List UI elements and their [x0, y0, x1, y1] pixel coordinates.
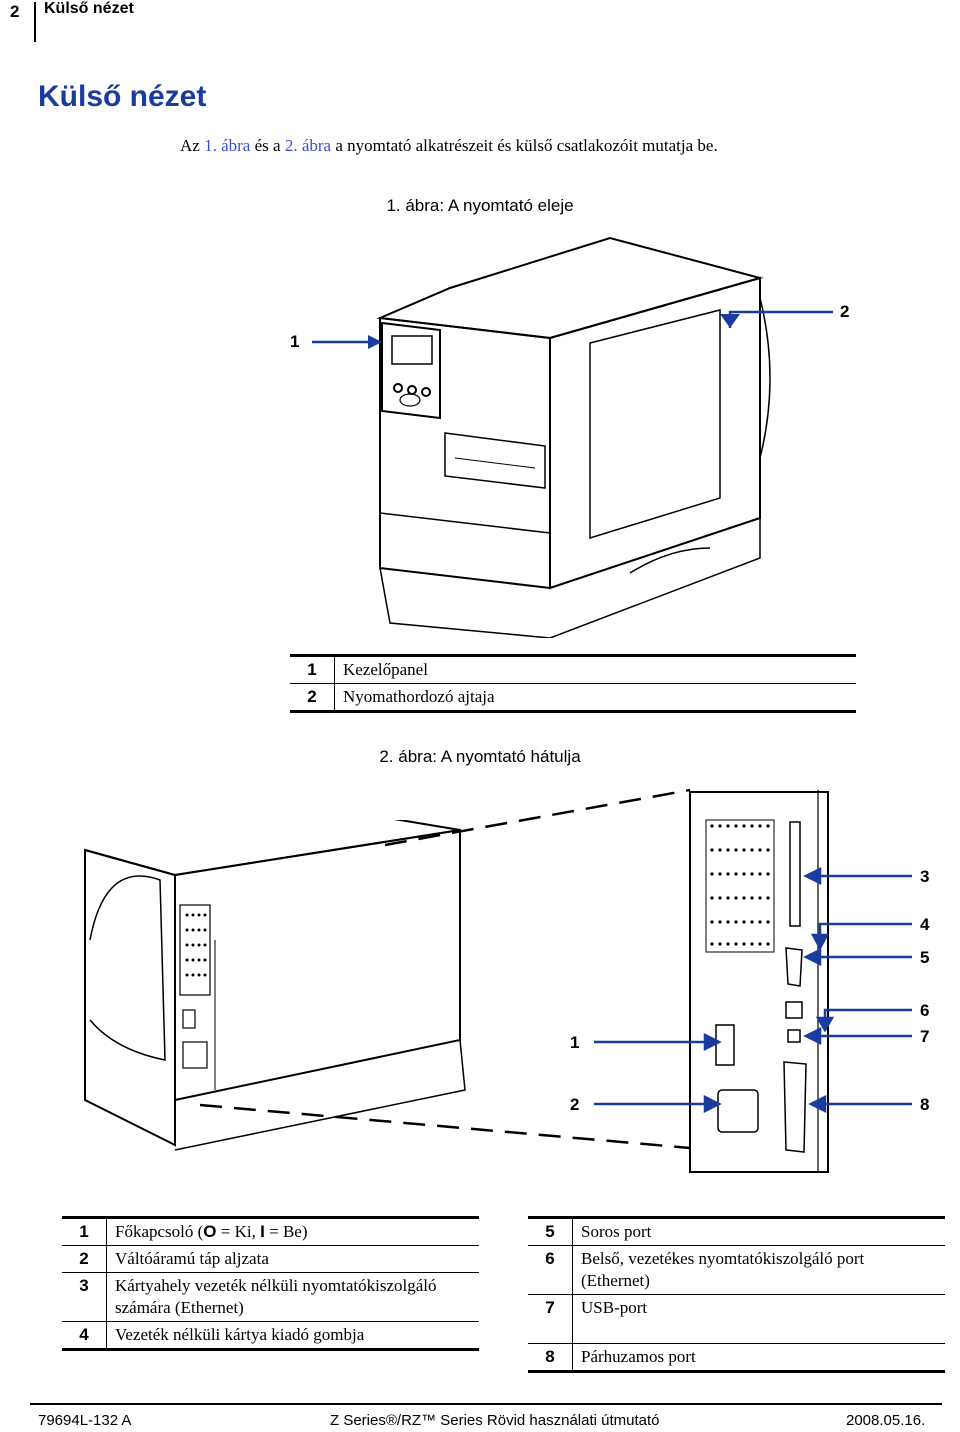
off-symbol: O [203, 1222, 217, 1241]
legend-row: 2 Váltóáramú táp aljzata [62, 1245, 479, 1273]
callout-1: 1 [290, 332, 300, 351]
legend-text-part: = Ki, [216, 1222, 261, 1241]
legend-number: 2 [290, 683, 335, 712]
legend-number: 6 [528, 1245, 573, 1295]
callout-6: 6 [920, 1001, 930, 1020]
intro-text: Az [180, 136, 205, 155]
legend-row: 1 Főkapcsoló (O = Ki, I = Be) [62, 1217, 480, 1246]
legend-row: 1 Kezelőpanel [290, 655, 856, 684]
callout-2: 2 [570, 1095, 580, 1114]
figure2-legend-right: 5 Soros port 6 Belső, vezetékes nyomtató… [528, 1216, 945, 1373]
page-title: Külső nézet [38, 80, 207, 113]
legend-number: 1 [62, 1217, 107, 1246]
callout-8: 8 [920, 1095, 930, 1114]
footer-guide-title: Z Series®/RZ™ Series Rövid használati út… [330, 1412, 660, 1429]
footer-date: 2008.05.16. [846, 1412, 926, 1429]
legend-row: 5 Soros port [528, 1217, 945, 1246]
callout-2: 2 [840, 302, 850, 321]
page-number: 2 [10, 2, 20, 21]
callout-4: 4 [920, 915, 930, 934]
printer-front-illustration [376, 236, 771, 638]
callout-arrow [312, 335, 382, 349]
legend-row: 8 Párhuzamos port [528, 1343, 945, 1372]
legend-text: Kezelőpanel [343, 660, 428, 679]
legend-text: Váltóáramú táp aljzata [115, 1249, 269, 1268]
legend-text: USB-port [581, 1298, 648, 1317]
legend-text: Párhuzamos port [581, 1347, 696, 1366]
legend-number: 5 [528, 1217, 573, 1246]
legend-row: 7 USB-port [528, 1294, 945, 1344]
on-symbol: I [260, 1222, 265, 1241]
legend-text: Kártyahely vezeték nélküli nyomtatókiszo… [115, 1276, 437, 1317]
legend-number: 4 [62, 1321, 107, 1350]
callout-5: 5 [920, 948, 930, 967]
legend-row: 2 Nyomathordozó ajtaja [290, 683, 856, 712]
legend-row: 3 Kártyahely vezeték nélküli nyomtatókis… [62, 1272, 479, 1322]
legend-number: 7 [528, 1294, 573, 1344]
callout-3: 3 [920, 867, 930, 886]
header-divider [34, 2, 36, 42]
legend-number: 2 [62, 1245, 107, 1273]
legend-row: 6 Belső, vezetékes nyomtatókiszolgáló po… [528, 1245, 945, 1295]
legend-text: Főkapcsoló (O = Ki, I = Be) [107, 1218, 480, 1246]
figure1-caption: 1. ábra: A nyomtató eleje [386, 196, 574, 215]
figure1-link[interactable]: 1. ábra [204, 136, 251, 155]
footer-doc-id: 79694L-132 A [38, 1412, 132, 1429]
zoom-leader-lines [199, 788, 691, 1150]
intro-text: a nyomtató alkatrészeit és külső csatlak… [331, 136, 718, 155]
legend-number: 8 [528, 1343, 573, 1372]
intro-paragraph: Az 1. ábra és a 2. ábra a nyomtató alkat… [180, 136, 718, 156]
back-panel-detail [689, 790, 829, 1173]
legend-text: Nyomathordozó ajtaja [343, 687, 495, 706]
legend-text-part: = Be) [264, 1222, 308, 1241]
footer-divider [30, 1403, 942, 1405]
intro-text: és a [250, 136, 285, 155]
legend-text: Vezeték nélküli kártya kiadó gombja [115, 1325, 365, 1344]
legend-number: 1 [290, 655, 335, 684]
legend-number: 3 [62, 1272, 107, 1322]
figure2-link[interactable]: 2. ábra [284, 136, 332, 155]
figure1-legend: 1 Kezelőpanel 2 Nyomathordozó ajtaja [290, 654, 856, 713]
printer-back-illustration [84, 820, 466, 1151]
callout-7: 7 [920, 1027, 930, 1046]
callout-arrow [720, 310, 833, 328]
legend-row: 4 Vezeték nélküli kártya kiadó gombja [62, 1321, 479, 1350]
legend-text: Soros port [581, 1222, 652, 1241]
running-header: Külső nézet [44, 0, 134, 17]
figure2-legend-left: 1 Főkapcsoló (O = Ki, I = Be) 2 Váltóára… [62, 1216, 479, 1351]
legend-text-part: Főkapcsoló ( [115, 1222, 204, 1241]
legend-text: Belső, vezetékes nyomtatókiszolgáló port… [581, 1249, 865, 1290]
callout-1: 1 [570, 1033, 580, 1052]
figure2-caption: 2. ábra: A nyomtató hátulja [379, 747, 581, 766]
